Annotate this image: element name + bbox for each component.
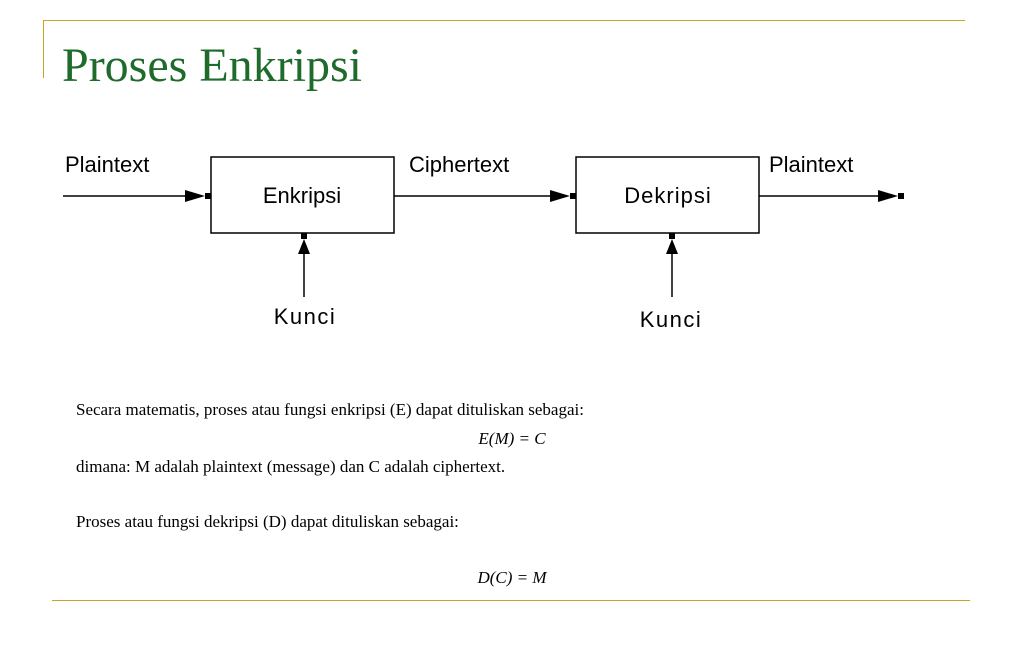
- middle-arrow-tail: [570, 193, 576, 199]
- middle-label: Ciphertext: [409, 152, 509, 177]
- key-label-left: Kunci: [274, 304, 337, 329]
- encrypt-box-label: Enkripsi: [263, 183, 341, 208]
- decryption-formula: D(C) = M: [477, 568, 547, 587]
- decrypt-box: [575, 156, 760, 234]
- encryption-formula: E(M) = C: [478, 429, 546, 448]
- output-arrow-head: [878, 190, 898, 202]
- bottom-accent-line: [52, 600, 970, 601]
- key-arrow-left-head: [298, 239, 310, 254]
- input-label: Plaintext: [65, 152, 149, 177]
- output-arrow-tail: [898, 193, 904, 199]
- encryption-description: Secara matematis, proses atau fungsi enk…: [76, 400, 584, 419]
- key-arrow-left-tail: [301, 233, 307, 239]
- decrypt-box-label: Dekripsi: [624, 183, 711, 208]
- input-arrow-head: [185, 190, 205, 202]
- top-accent-line: [43, 20, 965, 21]
- slide-title: Proses Enkripsi: [62, 39, 362, 92]
- middle-arrow-head: [550, 190, 570, 202]
- key-arrow-right-head: [666, 239, 678, 254]
- variable-definitions: dimana: M adalah plaintext (message) dan…: [76, 457, 506, 476]
- key-label-right: Kunci: [640, 307, 703, 332]
- left-accent-line: [43, 20, 44, 78]
- input-arrow-tail: [205, 193, 211, 199]
- key-arrow-right-tail: [669, 233, 675, 239]
- output-label: Plaintext: [769, 152, 853, 177]
- decryption-description: Proses atau fungsi dekripsi (D) dapat di…: [76, 512, 459, 531]
